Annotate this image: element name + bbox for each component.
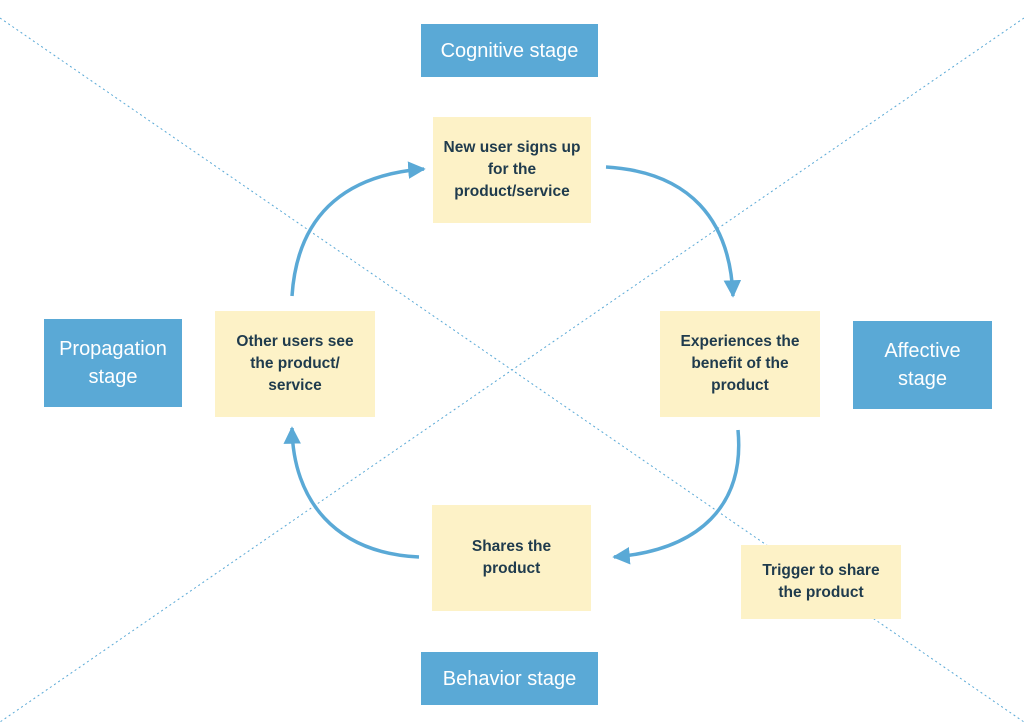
trigger-annotation-text: Trigger to share the product	[762, 562, 880, 601]
step-experience-text: Experiences the benefit of the product	[680, 333, 800, 394]
cognitive-stage-text: Cognitive stage	[440, 39, 579, 62]
step-share-text: Shares the product	[471, 538, 552, 577]
step-experience-box: Experiences the benefit of the product	[660, 311, 820, 417]
step-signup-text: New user signs up for the product/servic…	[443, 139, 581, 200]
propagation-stage-text: Propagation stage	[59, 338, 167, 388]
trigger-annotation-box: Trigger to share the product	[741, 545, 901, 619]
flow-arrow-others-to-signup	[290, 161, 426, 297]
behavior-stage-text: Behavior stage	[442, 667, 577, 690]
affective-stage-text: Affective stage	[884, 340, 961, 390]
step-signup-box: New user signs up for the product/servic…	[433, 117, 591, 223]
flow-arrow-experience-to-share	[612, 429, 741, 565]
behavior-stage-label: Behavior stage	[421, 652, 598, 705]
step-others-see-text: Other users see the product/ service	[236, 333, 354, 394]
flow-arrow-share-to-others	[283, 426, 420, 559]
step-others-see-box: Other users see the product/ service	[215, 311, 375, 417]
cognitive-stage-label: Cognitive stage	[421, 24, 598, 77]
affective-stage-label: Affective stage	[853, 321, 992, 409]
flow-arrow-signup-to-experience	[605, 165, 742, 298]
diagonal-guide-line-2	[0, 17, 1024, 723]
propagation-stage-label: Propagation stage	[44, 319, 182, 407]
step-share-box: Shares the product	[432, 505, 591, 611]
